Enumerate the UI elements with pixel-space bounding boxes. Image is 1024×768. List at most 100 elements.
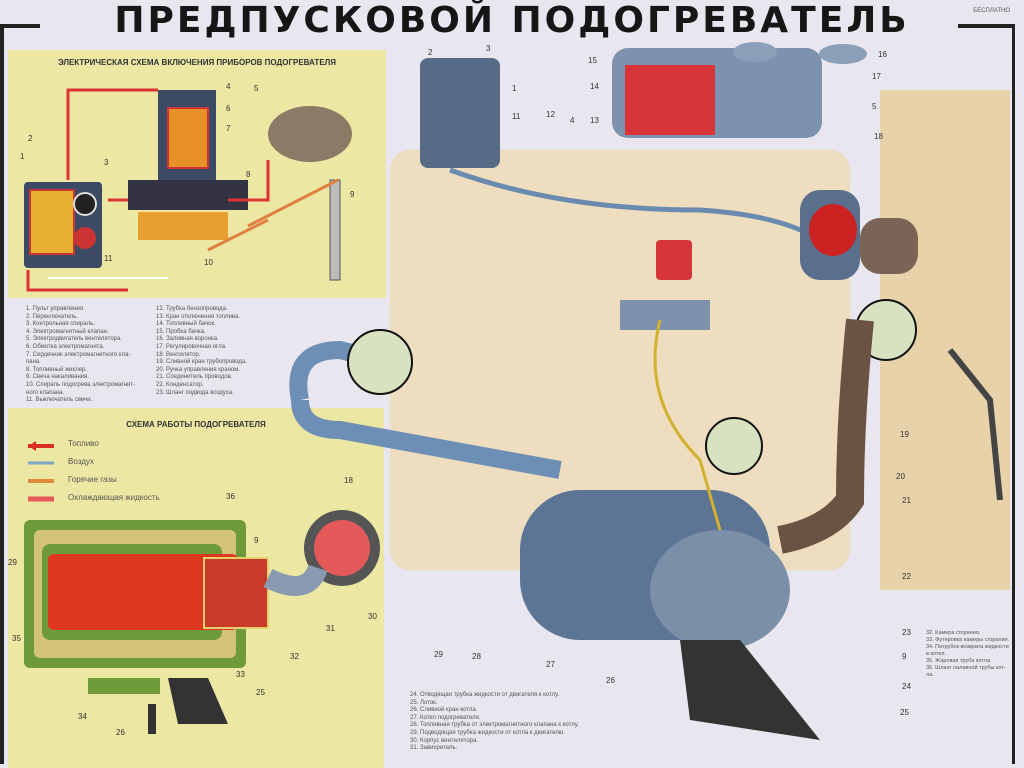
list-item: 24. Отводящая трубка жидкости от двигате… [410,692,560,698]
callout-18: 18 [874,132,883,141]
list-item: 22. Конденсатор. [156,381,204,388]
callout-23: 23 [902,628,911,637]
electrical-scheme-panel: ЭЛЕКТРИЧЕСКАЯ СХЕМА ВКЛЮЧЕНИЯ ПРИБОРОВ П… [8,50,386,298]
callout-s32: 32 [290,652,299,661]
callout-s36: 36 [226,492,235,501]
list-item: 5. Электродвигатель вентилятора. [26,336,122,343]
work-scheme-title: СХЕМА РАБОТЫ ПОДОГРЕВАТЕЛЯ [126,420,266,429]
list-item: 3. Контрольная спираль. [26,321,95,328]
callout-s9: 9 [254,536,259,545]
callout-14: 14 [590,82,599,91]
list-item: 36. Шланг наливной трубы кот- [926,665,1006,671]
list-item: 35. Жаровая труба котла. [926,658,992,664]
list-item: 28. Топливная трубка от электромагнитног… [410,722,579,729]
list-item: 33. Футеровка камеры сгорания. [926,637,1010,643]
callout-3: 3 [486,44,491,53]
callout-9: 9 [902,652,907,661]
callout-s26: 26 [116,728,125,737]
list-item: 4. Электромагнитный клапан. [26,328,109,335]
list-item: 7. Сердечник электромагнитного кла- [26,351,131,358]
list-item: в котел. [926,651,946,657]
list-item: 27. Котел подогревателя. [410,714,481,721]
callout-s31: 31 [326,624,335,633]
list-item: 8. Топливный жиклер. [26,366,88,373]
callout-s35: 35 [12,634,21,643]
list-item: 2. Переключатель. [26,313,78,320]
callout-e3: 3 [104,158,109,167]
list-item: 6. Обмотка электромагнита. [26,343,105,350]
list-item: 34. Патрубок возврата жидкости [926,644,1009,650]
list-item: 32. Камера сгорания. [926,630,981,636]
legend-air: Воздух [68,457,94,466]
list-item: 12. Трубка бензопровода. [156,306,228,312]
callout-s30: 30 [368,612,377,621]
list-item: 30. Корпус вентилятора. [410,737,479,744]
list-item: 1. Пульт управления. [26,306,85,312]
work-scheme-panel: СХЕМА РАБОТЫ ПОДОГРЕВАТЕЛЯ Топливо Возду… [8,408,384,768]
callout-22: 22 [902,572,911,581]
callout-13: 13 [590,116,599,125]
callout-1: 1 [512,84,517,93]
callout-s34: 34 [78,712,87,721]
callout-e10: 10 [204,258,213,267]
list-item: 25. Лоток. [410,699,438,706]
list-item: 15. Пробка бачка. [156,328,206,335]
legend-fuel: Топливо [68,439,99,448]
legend-hot-gases: Горячие газы [68,475,117,484]
title-rule-left [0,24,40,28]
callout-e5: 5 [254,84,259,93]
list-item: 13. Кран отключения топлива. [156,313,240,320]
parts-list-2: 12. Трубка бензопровода.13. Кран отключе… [156,306,247,397]
electrical-scheme-drawing [24,88,352,292]
callout-28: 28 [472,652,481,661]
callout-s25: 25 [256,688,265,697]
callout-20: 20 [896,472,905,481]
list-item: 31. Завихритель. [410,745,458,752]
callout-15: 15 [588,56,597,65]
parts-list-3: 24. Отводящая трубка жидкости от двигате… [410,692,579,753]
callout-5: 5 [872,102,877,111]
callout-e7: 7 [226,124,231,133]
callout-4: 4 [570,116,575,125]
list-item: 19. Сливной кран трубопровода. [156,359,247,366]
callout-16: 16 [878,50,887,59]
list-item: 17. Регулировочная игла. [156,343,227,350]
callout-e6: 6 [226,104,231,113]
callout-2: 2 [428,48,433,57]
list-item: 9. Свеча накаливания. [26,374,90,381]
callout-e2: 2 [28,134,33,143]
work-scheme-drawing [24,441,380,734]
list-item: 11. Выключатель свечи. [26,397,93,404]
callout-s33: 33 [236,670,245,679]
title-rule-right [958,24,1014,28]
list-item: 21. Соединитель проводов. [156,374,233,381]
list-item: 23. Шланг подвода воздуха. [156,389,234,396]
frame-left [0,24,4,764]
frame-right [1012,24,1015,764]
callout-17: 17 [872,72,881,81]
callout-21: 21 [902,496,911,505]
callout-24: 24 [902,682,911,691]
callout-29: 29 [434,650,443,659]
list-item: 10. Спираль подогрева электромагнит- [26,381,136,388]
callout-e4: 4 [226,82,231,91]
callout-e8: 8 [246,170,251,179]
parts-list-1: 1. Пульт управления.2. Переключатель.3. … [26,306,135,405]
list-item: 20. Ручка управления краном. [156,366,241,373]
callout-27: 27 [546,660,555,669]
callout-e1: 1 [20,152,25,161]
list-item: 26. Сливной кран котла. [410,707,478,714]
callout-11: 11 [512,112,521,121]
list-item: пана. [26,359,41,366]
parts-list-4: 32. Камера сгорания.33. Футеровка камеры… [926,630,1009,679]
list-item: 29. Подводящая трубка жидкости от котла … [410,729,565,736]
list-item: ного клапана. [26,389,65,396]
callout-s18: 18 [344,476,353,485]
callout-e9: 9 [350,190,355,199]
callout-25: 25 [900,708,909,717]
free-label: БЕСПЛАТНО [973,8,1010,14]
list-item: ла. [926,672,934,678]
legend-coolant: Охлаждающая жидкость [68,493,160,502]
callout-e11: 11 [104,254,113,263]
callout-19: 19 [900,430,909,439]
